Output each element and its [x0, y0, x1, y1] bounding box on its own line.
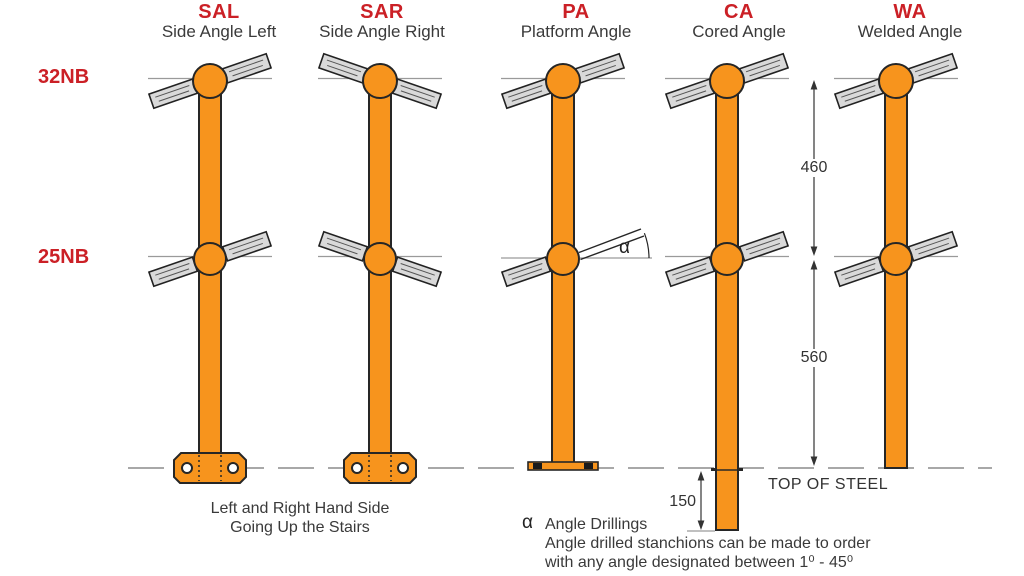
wa-name: Welded Angle [857, 22, 963, 41]
stairs-caption-line1: Left and Right Hand Side [210, 500, 390, 517]
platform-angle-annotation [578, 228, 652, 261]
note-alpha-symbol: α [522, 512, 533, 533]
stairs-caption: Left and Right Hand Side Going Up the St… [211, 499, 390, 537]
stairs-caption-line2: Going Up the Stairs [230, 519, 370, 536]
pa-name: Platform Angle [520, 22, 632, 41]
pa-base-plate [527, 461, 599, 471]
sar-code: SAR [360, 1, 404, 23]
column-header-ca: CA Cored Angle [692, 2, 786, 41]
ca-post [715, 83, 739, 531]
top-of-steel-label: TOP OF STEEL [768, 476, 889, 493]
ca-core-collar [711, 468, 743, 471]
wa-code: WA [893, 1, 927, 23]
column-header-wa: WA Welded Angle [858, 2, 963, 41]
dimension-value-560: 560 [797, 349, 831, 367]
alpha-angle-symbol: α [619, 237, 630, 258]
pa-code: PA [562, 1, 590, 23]
sar-name: Side Angle Right [319, 22, 445, 41]
column-header-sal: SAL Side Angle Left [162, 2, 276, 41]
sal-name: Side Angle Left [161, 22, 277, 41]
sal-code: SAL [198, 1, 240, 23]
sal-base-plate [173, 452, 247, 484]
rail-junctions [148, 54, 958, 288]
ball-fittings [192, 63, 914, 276]
column-header-pa: PA Platform Angle [521, 2, 632, 41]
dimension-value-150: 150 [669, 493, 696, 510]
note-line2: Angle drilled stanchions can be made to … [545, 535, 871, 552]
sar-base-plate [343, 452, 417, 484]
label-32nb: 32NB [38, 66, 90, 88]
dimension-value-460: 460 [797, 159, 831, 177]
ca-name: Cored Angle [692, 22, 786, 41]
dimension-150 [687, 471, 715, 532]
label-25nb: 25NB [38, 246, 90, 268]
note-line3: with any angle designated between 1⁰ - 4… [545, 554, 854, 571]
note-title: Angle Drillings [545, 516, 648, 533]
column-header-sar: SAR Side Angle Right [319, 2, 445, 41]
ca-code: CA [724, 1, 754, 23]
